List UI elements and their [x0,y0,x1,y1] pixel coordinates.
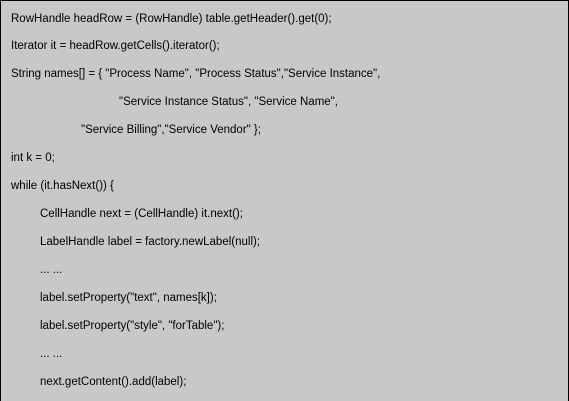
code-line-13: ... ... [40,348,63,360]
code-line-4: "Service Instance Status", "Service Name… [119,96,338,108]
code-line-1: RowHandle headRow = (RowHandle) table.ge… [11,13,332,25]
code-line-6: int k = 0; [11,152,55,164]
code-line-11: label.setProperty("text", names[k]); [40,292,217,304]
code-line-14: next.getContent().add(label); [40,376,187,388]
code-line-12: label.setProperty("style", "forTable"); [40,320,225,332]
code-line-9: LabelHandle label = factory.newLabel(nul… [40,236,261,248]
code-line-7: while (it.hasNext()) { [11,180,114,192]
code-line-10: ... ... [40,264,63,276]
code-line-8: CellHandle next = (CellHandle) it.next()… [40,208,243,220]
code-line-2: Iterator it = headRow.getCells().iterato… [11,40,220,52]
code-line-3: String names[] = { "Process Name", "Proc… [11,68,381,80]
code-line-5: "Service Billing","Service Vendor" }; [81,124,261,136]
